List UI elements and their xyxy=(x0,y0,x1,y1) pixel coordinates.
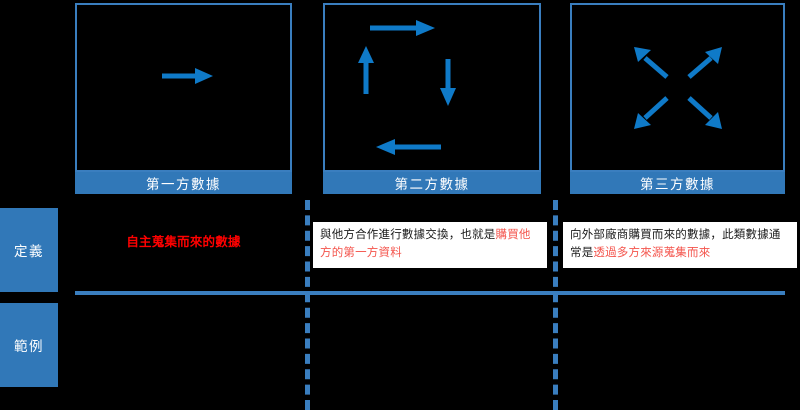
panel-label-text: 第一方數據 xyxy=(146,177,221,192)
definition-highlight: 透過多方來源蒐集而來 xyxy=(593,246,711,259)
second-party-illustration xyxy=(325,5,539,170)
panel-label-first-party: 第一方數據 xyxy=(75,172,292,194)
third-party-illustration xyxy=(572,5,783,170)
category-example: 範例 xyxy=(0,303,58,387)
category-definition: 定義 xyxy=(0,208,58,292)
definition-first-party: 自主蒐集而來的數據 xyxy=(75,232,292,254)
panel-second-party xyxy=(323,3,541,172)
definition-highlight: 購買他方的第一方資料 xyxy=(320,229,531,259)
definition-plain-text: 與他方合作進行數據交換，也就是 xyxy=(320,229,496,241)
definition-highlight: 自主蒐集而來的數據 xyxy=(126,235,241,250)
category-label: 定義 xyxy=(14,244,44,259)
panel-third-party xyxy=(570,3,785,172)
column-divider-left xyxy=(305,200,310,410)
row-divider xyxy=(75,291,785,295)
first-party-illustration xyxy=(77,5,290,170)
definition-third-party: 向外部廠商購買而來的數據，此類數據通常是透過多方來源蒐集而來 xyxy=(563,222,797,268)
definition-second-party: 與他方合作進行數據交換，也就是購買他方的第一方資料 xyxy=(313,222,547,268)
definition-plain-text: 向外部廠商購買而來的數據，此類數據通常是 xyxy=(570,229,781,259)
panel-label-second-party: 第二方數據 xyxy=(323,172,541,194)
panel-label-third-party: 第三方數據 xyxy=(570,172,785,194)
panel-first-party xyxy=(75,3,292,172)
column-divider-right xyxy=(553,200,558,410)
panel-label-text: 第二方數據 xyxy=(394,177,470,192)
panel-label-text: 第三方數據 xyxy=(640,177,715,192)
category-label: 範例 xyxy=(14,339,44,354)
